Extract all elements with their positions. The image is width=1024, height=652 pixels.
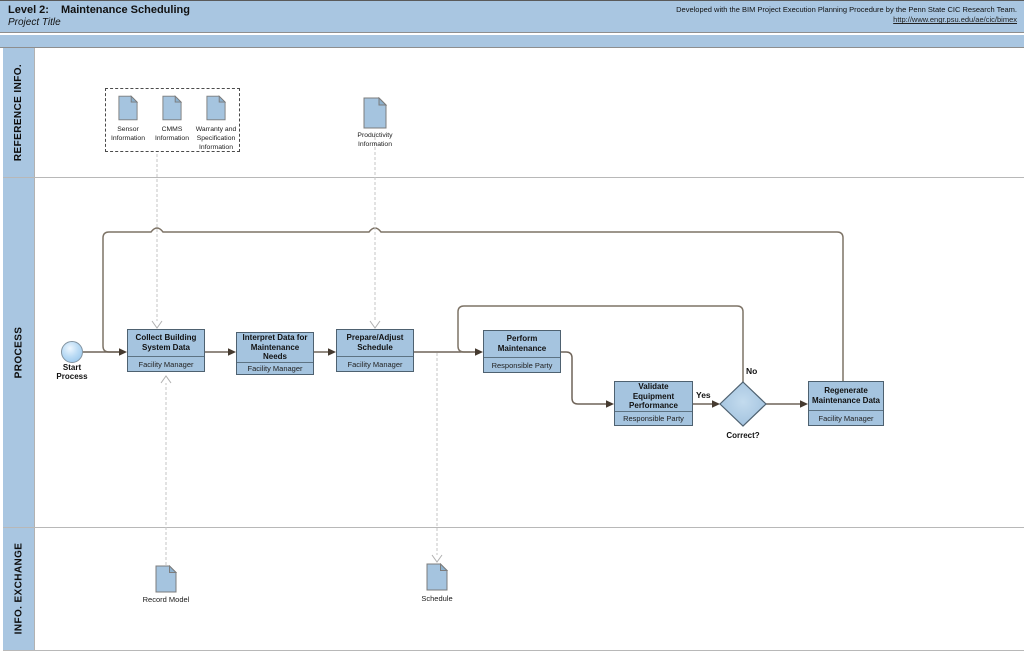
reference-document-group [105,88,240,152]
task-title: Interpret Data for Maintenance Needs [242,333,308,362]
warranty-specification-document [206,95,227,126]
cmms-information-document [162,95,183,126]
document-icon [162,95,183,121]
flow-no-loop [457,305,744,382]
open-arrow-into-schedule-doc [431,554,443,563]
task-title: Perform Maintenance [497,334,547,353]
document-icon [155,564,178,593]
start-event [61,341,83,363]
task-role: Facility Manager [337,356,413,371]
schedule-document [426,562,449,596]
level-label: Level 2: [8,4,49,16]
arrowhead-into-decision [712,400,720,408]
task-role: Responsible Party [615,410,692,425]
page-title: Level 2: Maintenance Scheduling [8,4,190,16]
decision-question-label: Correct? [726,431,760,440]
lane-divider-reference-process [3,177,1024,178]
task-perform-maintenance: Perform Maintenance Responsible Party [483,330,561,373]
header-title-band: Level 2: Maintenance Scheduling Project T… [0,0,1024,33]
diagram-bottom-edge [3,650,1024,651]
task-role: Responsible Party [484,357,560,372]
warranty-specification-label: Warranty and Specification Information [195,126,237,151]
task-title: Regenerate Maintenance Data [811,386,881,405]
task-role: Facility Manager [128,356,204,371]
decision-diamond [719,381,767,427]
map-title: Maintenance Scheduling [60,4,190,16]
lane-divider-process-exchange [3,527,1024,528]
open-arrow-into-collect-bottom [160,375,172,384]
arrowhead-into-validate [606,400,614,408]
task-regenerate-maintenance-data: Regenerate Maintenance Data Facility Man… [808,381,884,426]
productivity-information-document [363,96,388,134]
arrowhead-into-prepare [328,348,336,356]
task-title: Collect Building System Data [135,333,197,352]
credit-link[interactable]: http://www.engr.psu.edu/ae/cic/bimex [893,15,1017,25]
arrowhead-into-interpret [228,348,236,356]
productivity-information-label: Productivity Information [357,132,393,148]
lane-label-column [3,48,35,650]
decision-no-label: No [746,366,758,376]
open-arrow-into-prepare-top [369,320,381,329]
task-collect-building-system-data: Collect Building System Data Facility Ma… [127,329,205,372]
header-title-block: Level 2: Maintenance Scheduling Project T… [8,4,190,28]
task-interpret-data: Interpret Data for Maintenance Needs Fac… [236,332,314,375]
record-model-document [155,564,178,598]
task-validate-equipment-performance: Validate Equipment Performance Responsib… [614,381,693,426]
document-icon [363,96,388,129]
task-role: Facility Manager [809,410,883,425]
sensor-information-label: Sensor Information [110,126,145,142]
schedule-label: Schedule [421,594,453,603]
project-title: Project Title [8,17,61,28]
credit-text: Developed with the BIM Project Execution… [676,5,1017,14]
task-role: Facility Manager [237,361,313,374]
sensor-information-document [118,95,139,126]
credit-block: Developed with the BIM Project Execution… [676,5,1017,25]
record-model-label: Record Model [142,595,190,604]
arrowhead-into-regenerate [800,400,808,408]
header-secondary-band [0,35,1024,48]
arrowhead-into-perform [475,348,483,356]
document-icon [426,562,449,591]
decision-yes-label: Yes [696,390,711,400]
document-icon [206,95,227,121]
open-arrow-into-collect-top [151,320,163,329]
task-title: Validate Equipment Performance [629,382,678,411]
flow-perform-validate [561,351,606,405]
cmms-information-label: CMMS Information [154,126,189,142]
task-prepare-adjust-schedule: Prepare/Adjust Schedule Facility Manager [336,329,414,372]
flow-regenerate-loop [102,227,844,381]
arrowhead-into-collect [119,348,127,356]
task-title: Prepare/Adjust Schedule [346,333,404,352]
document-icon [118,95,139,121]
start-event-label: Start Process [56,363,88,382]
